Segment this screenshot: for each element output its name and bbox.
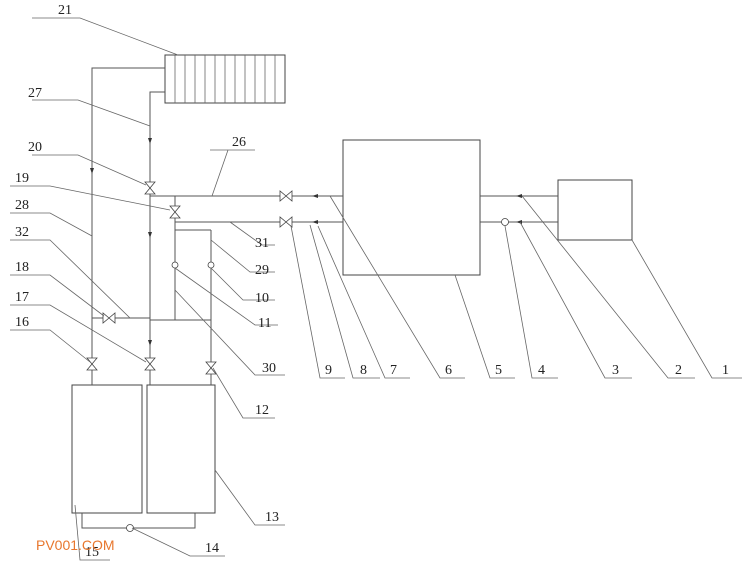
reference-labels: 21 27 20 26 19 28 32 31 29 18 10 17 11 1…: [15, 3, 729, 560]
label-19: 19: [15, 171, 29, 186]
valve-20-icon: [144, 181, 156, 195]
valve-6-icon: [279, 190, 293, 202]
label-27: 27: [28, 86, 42, 101]
label-4: 4: [538, 363, 545, 378]
label-31: 31: [255, 236, 269, 251]
label-28: 28: [15, 198, 29, 213]
label-16: 16: [15, 315, 29, 330]
label-17: 17: [15, 290, 29, 305]
label-21: 21: [58, 3, 72, 18]
label-8: 8: [360, 363, 367, 378]
label-13: 13: [265, 510, 279, 525]
leader-lines: [10, 17, 742, 561]
label-20: 20: [28, 140, 42, 155]
pumps: [126, 218, 509, 532]
label-10: 10: [255, 291, 269, 306]
label-1: 1: [722, 363, 729, 378]
label-2: 2: [675, 363, 682, 378]
tank-right-box: [146, 384, 216, 514]
label-6: 6: [445, 363, 452, 378]
label-30: 30: [262, 361, 276, 376]
valve-12-icon: [205, 361, 217, 375]
label-12: 12: [255, 403, 269, 418]
main-unit-box: [342, 139, 481, 276]
valve-8-icon: [279, 216, 293, 228]
label-7: 7: [390, 363, 397, 378]
valve-18-icon: [102, 312, 116, 324]
pump-11-icon: [171, 261, 179, 269]
label-18: 18: [15, 260, 29, 275]
label-3: 3: [612, 363, 619, 378]
pump-4-icon: [501, 218, 509, 226]
radiator: [164, 54, 286, 104]
label-5: 5: [495, 363, 502, 378]
label-11: 11: [258, 316, 271, 331]
flow-arrows: [90, 138, 522, 346]
valve-17-icon: [144, 357, 156, 371]
pump-14-icon: [126, 524, 134, 532]
valves: [86, 181, 293, 375]
pump-10-icon: [207, 261, 215, 269]
tank-left-box: [71, 384, 143, 514]
label-15: 15: [85, 545, 99, 560]
valve-16-icon: [86, 357, 98, 371]
label-29: 29: [255, 263, 269, 278]
watermark: PV001.COM: [36, 537, 115, 553]
label-26: 26: [232, 135, 246, 150]
label-14: 14: [205, 541, 219, 556]
pipework: [81, 67, 558, 529]
label-32: 32: [15, 225, 29, 240]
right-unit-box: [557, 179, 633, 241]
valve-19-icon: [169, 205, 181, 219]
label-9: 9: [325, 363, 332, 378]
